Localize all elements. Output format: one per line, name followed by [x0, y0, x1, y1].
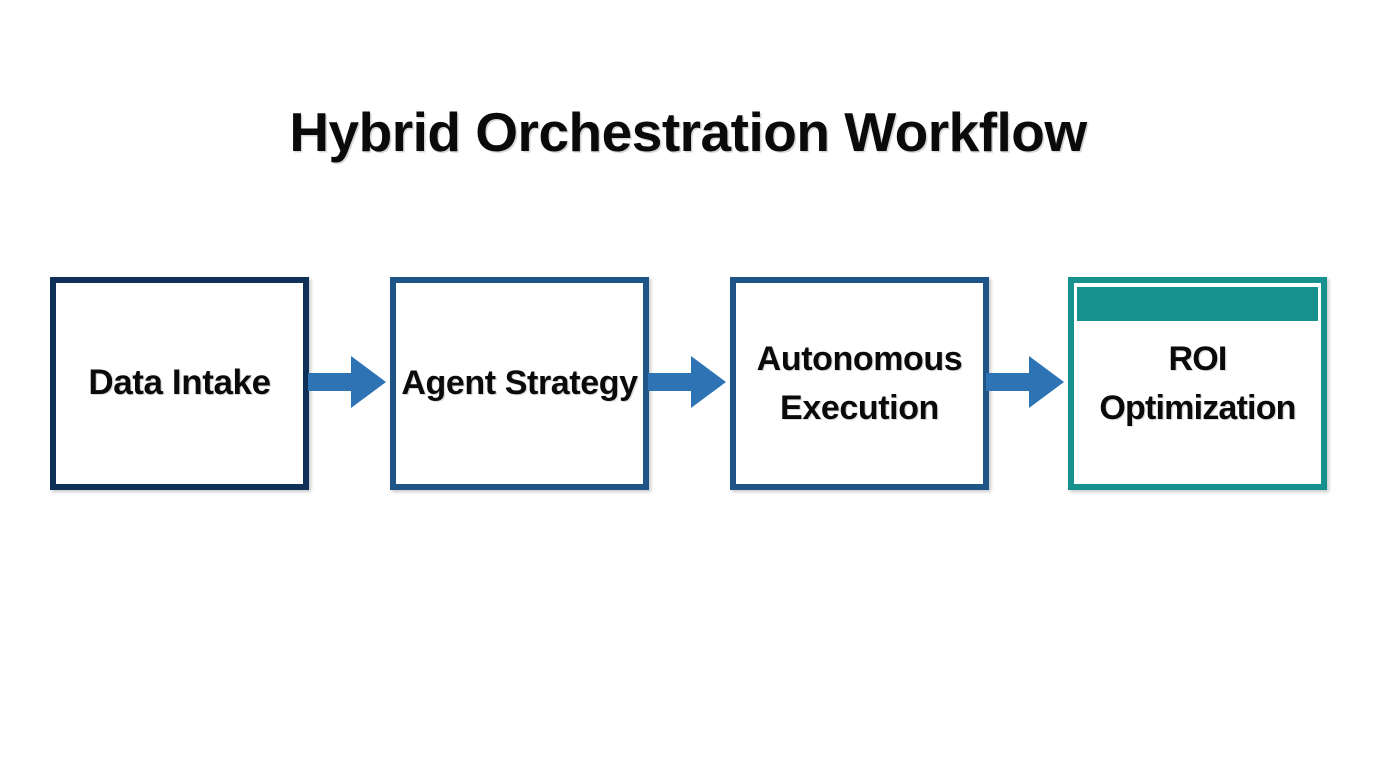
flow-stage-autonomous-execution[interactable]: Autonomous Execution — [730, 277, 989, 490]
flow-stage-data-intake[interactable]: Data Intake — [50, 277, 309, 490]
flow-connector-arrow-3 — [986, 354, 1064, 410]
flow-stage-label: Autonomous Execution — [756, 339, 963, 427]
flow-stage-label: ROI Optimization — [1099, 339, 1296, 427]
flow-connector-arrow-2 — [648, 354, 726, 410]
flow-stage-label: Agent Strategy — [401, 364, 638, 403]
flow-connector-arrow-1 — [308, 354, 386, 410]
roi-stage-accent-bar — [1077, 287, 1318, 321]
page-title: Hybrid Orchestration Workflow — [289, 101, 1087, 163]
flow-stage-agent-strategy[interactable]: Agent Strategy — [390, 277, 649, 490]
flow-stage-label: Data Intake — [88, 363, 271, 403]
